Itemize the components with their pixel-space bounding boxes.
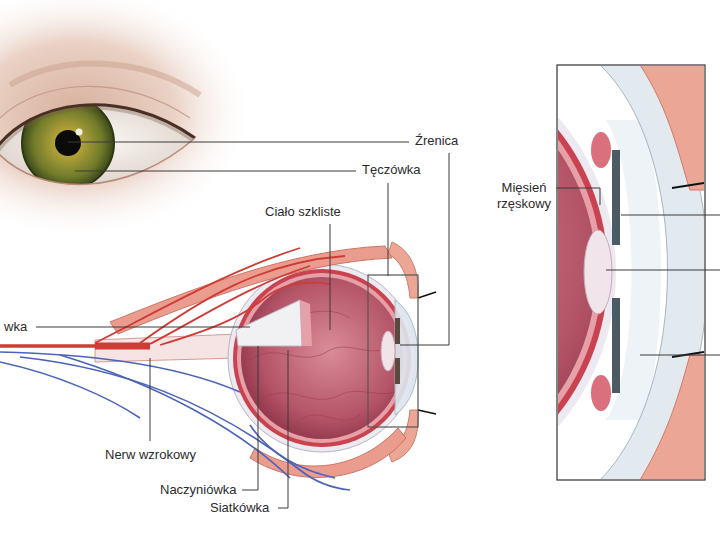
leader-line bbox=[556, 188, 600, 205]
veins bbox=[0, 352, 350, 490]
part-label: Nerw wzrokowy bbox=[105, 447, 196, 463]
iris-section bbox=[612, 298, 620, 393]
outer-coat bbox=[558, 66, 616, 479]
iris-section bbox=[395, 358, 400, 384]
leader-line bbox=[400, 153, 449, 345]
cutaway-edge bbox=[300, 300, 312, 346]
eyelid bbox=[640, 66, 704, 190]
eyelash bbox=[418, 292, 436, 298]
leader-line bbox=[621, 215, 720, 216]
lid-crease bbox=[0, 86, 190, 118]
leader-line bbox=[330, 224, 331, 330]
ciliary-muscle bbox=[591, 132, 611, 168]
leader-line bbox=[278, 350, 288, 508]
leader-line bbox=[640, 355, 720, 356]
eyelid bbox=[640, 355, 704, 479]
iris-section bbox=[395, 318, 400, 344]
eyelash bbox=[418, 410, 436, 414]
leader-line bbox=[150, 358, 151, 441]
artery bbox=[0, 344, 150, 348]
lens bbox=[381, 331, 395, 371]
vein bbox=[0, 362, 140, 418]
leader-line bbox=[388, 183, 389, 276]
vein bbox=[20, 357, 350, 490]
fundus-vessel bbox=[250, 345, 395, 360]
cutaway-flap bbox=[236, 300, 302, 346]
skin bbox=[0, 0, 273, 240]
ciliary-muscle bbox=[591, 375, 611, 411]
vein bbox=[60, 355, 290, 478]
fundus-vessel bbox=[300, 415, 360, 420]
artery bbox=[150, 266, 310, 344]
part-label: Mięsień rzęskowy bbox=[494, 180, 554, 212]
choroid-layer bbox=[233, 269, 411, 447]
arteries bbox=[0, 248, 345, 346]
upper-lid bbox=[0, 105, 195, 150]
leader-line bbox=[242, 346, 258, 490]
eyelash bbox=[672, 183, 704, 188]
fundus-vessel bbox=[260, 390, 400, 400]
artery bbox=[160, 283, 330, 345]
leader-lines bbox=[36, 142, 720, 508]
zoom-frame bbox=[368, 275, 418, 427]
lens bbox=[584, 230, 612, 314]
eye-muscle bbox=[250, 428, 406, 477]
highlight bbox=[76, 129, 83, 136]
cornea bbox=[600, 66, 704, 479]
part-label: wka bbox=[4, 319, 27, 335]
part-label: Ciało szkliste bbox=[265, 204, 341, 220]
eyelid bbox=[388, 242, 418, 298]
zoom-content bbox=[558, 66, 704, 479]
leader-line bbox=[606, 270, 720, 271]
part-label: Tęczówka bbox=[362, 162, 421, 178]
leader-line bbox=[68, 142, 409, 143]
optic-nerve bbox=[95, 334, 238, 362]
vein bbox=[250, 425, 335, 478]
zoom-panel-frame bbox=[557, 65, 705, 480]
vitreous-body bbox=[241, 277, 403, 439]
artery bbox=[95, 343, 150, 350]
iris-section bbox=[612, 150, 620, 245]
lower-lid bbox=[0, 138, 195, 184]
leader-line bbox=[75, 171, 356, 172]
cornea bbox=[395, 300, 418, 415]
part-label: Naczyniówka bbox=[160, 482, 237, 498]
leader-line bbox=[36, 327, 250, 328]
outer-coat bbox=[228, 264, 416, 452]
part-label: Źrenica bbox=[415, 133, 458, 149]
artery bbox=[95, 248, 300, 343]
iris-group bbox=[0, 97, 195, 189]
part-label: Siatkówka bbox=[210, 500, 269, 516]
lid-shadow bbox=[0, 105, 195, 150]
brow-shade bbox=[10, 64, 200, 95]
